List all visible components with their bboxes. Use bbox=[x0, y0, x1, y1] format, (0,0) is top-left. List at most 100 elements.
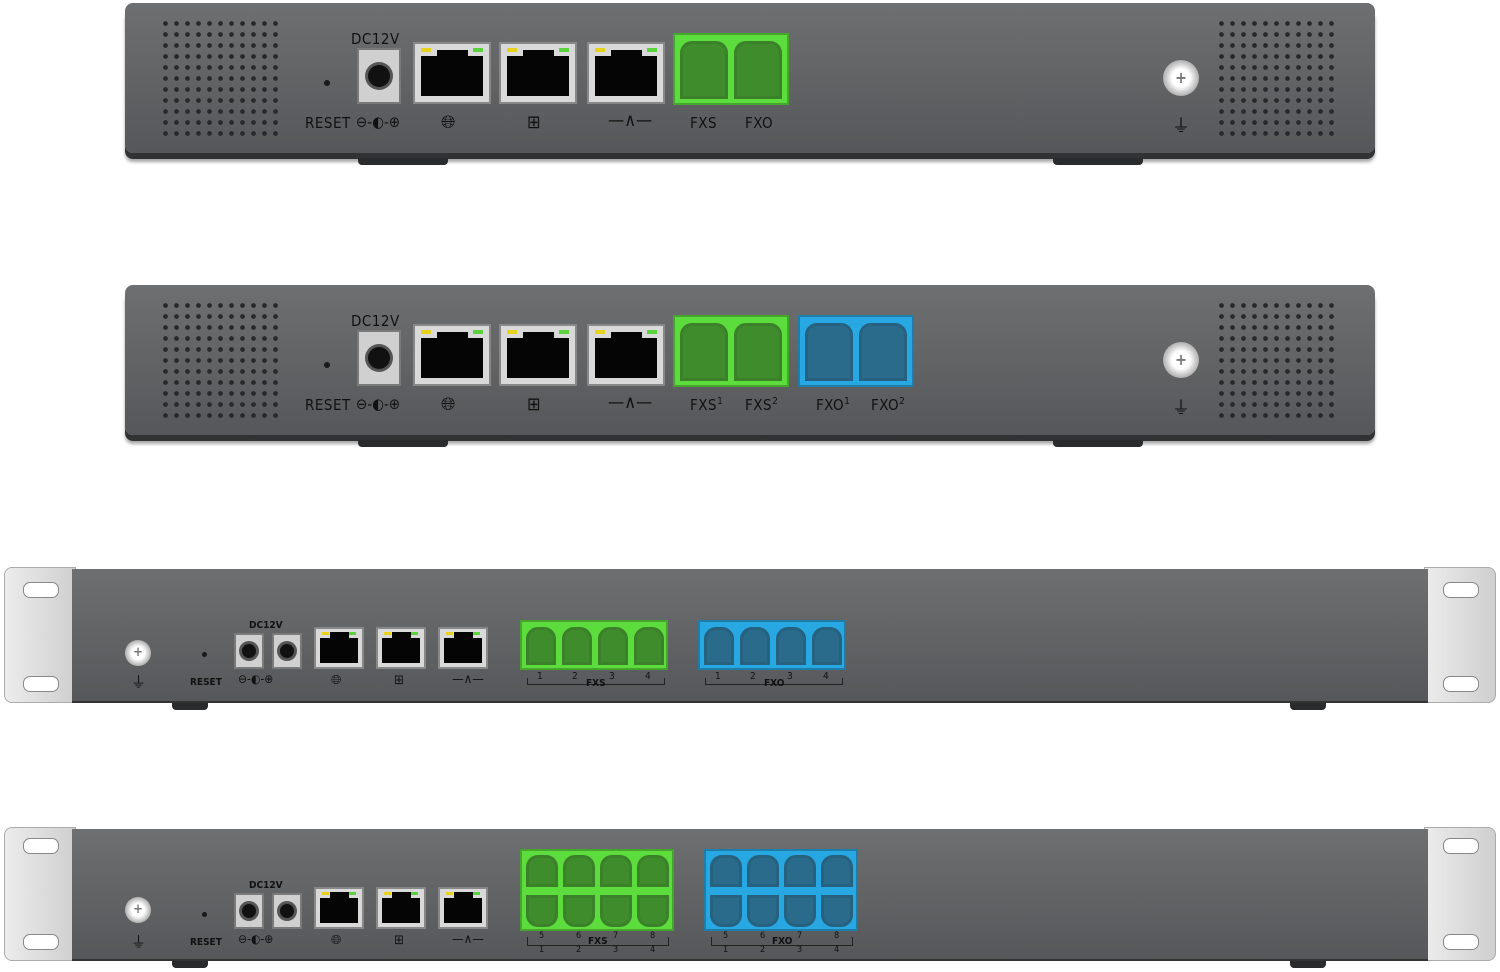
reset-button[interactable] bbox=[324, 362, 330, 368]
fxo-label: FXO bbox=[745, 114, 774, 132]
lan-port[interactable] bbox=[376, 627, 426, 669]
fxs-port-number: 4 bbox=[650, 945, 656, 955]
fxs-port-number: 2 bbox=[576, 945, 582, 955]
dc-polarity-icon: ⊖-◐-⊕ bbox=[238, 672, 274, 686]
fxs-port-number: 1 bbox=[539, 945, 545, 955]
wan-port[interactable] bbox=[314, 627, 364, 669]
fxs-port-number: 5 bbox=[539, 931, 545, 941]
device-4port-desktop: DC12V RESET ⊖-◐-⊕ 🌐︎ ⊞ —∧— FXS1 FXS2 FXO… bbox=[0, 282, 1500, 452]
fxs-port-number: 1 bbox=[537, 671, 543, 682]
fxo-port-number: 2 bbox=[760, 945, 766, 955]
fxs-port-number: 3 bbox=[609, 671, 615, 682]
fxo-port-number: 3 bbox=[787, 671, 793, 682]
reset-label: RESET bbox=[305, 396, 351, 414]
fxs-port-number: 2 bbox=[572, 671, 578, 682]
reset-button[interactable] bbox=[324, 80, 330, 86]
lan-port[interactable] bbox=[499, 324, 577, 386]
fxs-ports[interactable] bbox=[673, 315, 789, 387]
heartbeat-icon: —∧— bbox=[608, 110, 653, 131]
grounding-screw bbox=[125, 897, 151, 923]
ground-icon: ⏚ bbox=[1172, 116, 1190, 137]
dc-power-jack-1[interactable] bbox=[234, 893, 264, 929]
fxs-bracket bbox=[527, 678, 665, 685]
fxo-bracket bbox=[711, 937, 853, 946]
globe-icon: 🌐︎ bbox=[441, 112, 456, 133]
fxo-port-number: 8 bbox=[834, 931, 840, 941]
dc-polarity-icon: ⊖-◐-⊕ bbox=[238, 932, 274, 946]
lan-port[interactable] bbox=[499, 42, 577, 104]
dc-label: DC12V bbox=[351, 312, 400, 330]
fxo-label: FXO bbox=[772, 936, 793, 947]
vent-grille-right bbox=[1216, 300, 1340, 418]
network-icon: ⊞ bbox=[394, 933, 404, 948]
vent-grille-left bbox=[160, 18, 284, 136]
network-icon: ⊞ bbox=[527, 394, 541, 415]
dc-power-jack-2[interactable] bbox=[272, 893, 302, 929]
grounding-screw bbox=[1163, 342, 1199, 378]
reset-button[interactable] bbox=[202, 912, 207, 917]
fxs-fxo-ports[interactable] bbox=[673, 33, 789, 105]
dc-polarity-icon: ⊖-◐-⊕ bbox=[356, 113, 401, 131]
fxs-port-number: 7 bbox=[613, 931, 619, 941]
heartbeat-port[interactable] bbox=[438, 887, 488, 929]
fxo2-label: FXO2 bbox=[871, 396, 906, 414]
foot bbox=[358, 158, 448, 165]
fxo-ports[interactable] bbox=[798, 315, 914, 387]
fxo-port-number: 5 bbox=[723, 931, 729, 941]
globe-icon: 🌐︎ bbox=[331, 673, 342, 688]
dc-power-jack-2[interactable] bbox=[272, 633, 302, 669]
dc-power-jack[interactable] bbox=[357, 330, 401, 386]
ground-icon: ⏚ bbox=[1172, 398, 1190, 419]
heartbeat-icon: —∧— bbox=[452, 672, 484, 687]
foot bbox=[1290, 703, 1326, 710]
heartbeat-port[interactable] bbox=[438, 627, 488, 669]
fxo-label: FXO bbox=[764, 678, 785, 689]
fxs-port-number: 6 bbox=[576, 931, 582, 941]
dc-label: DC12V bbox=[249, 880, 283, 891]
reset-label: RESET bbox=[190, 937, 222, 948]
fxs-port-number: 8 bbox=[650, 931, 656, 941]
fxo-ports[interactable] bbox=[698, 620, 846, 670]
reset-label: RESET bbox=[190, 677, 222, 688]
fxo1-label: FXO1 bbox=[816, 396, 851, 414]
fxo-port-number: 6 bbox=[760, 931, 766, 941]
rack-ear-right bbox=[1424, 827, 1496, 961]
fxs-label: FXS bbox=[586, 678, 606, 689]
fxo-port-number: 4 bbox=[834, 945, 840, 955]
rack-ear-left bbox=[4, 567, 76, 703]
wan-port[interactable] bbox=[413, 324, 491, 386]
heartbeat-icon: —∧— bbox=[452, 932, 484, 947]
heartbeat-port[interactable] bbox=[587, 324, 665, 386]
dc-polarity-icon: ⊖-◐-⊕ bbox=[356, 395, 401, 413]
rack-ear-right bbox=[1424, 567, 1496, 703]
lan-port[interactable] bbox=[376, 887, 426, 929]
vent-grille-right bbox=[1216, 18, 1340, 136]
dc-power-jack-1[interactable] bbox=[234, 633, 264, 669]
fxo-port-number: 2 bbox=[750, 671, 756, 682]
wan-port[interactable] bbox=[314, 887, 364, 929]
foot bbox=[358, 440, 448, 447]
reset-label: RESET bbox=[305, 114, 351, 132]
reset-button[interactable] bbox=[202, 652, 207, 657]
dc-power-jack[interactable] bbox=[357, 48, 401, 104]
device-16port-rackmount: ⏚ RESET DC12V ⊖-◐-⊕ 🌐︎ ⊞ —∧— 5 6 7 8 1 2… bbox=[0, 825, 1500, 972]
heartbeat-port[interactable] bbox=[587, 42, 665, 104]
fxs-ports[interactable] bbox=[520, 620, 668, 670]
rack-ear-left bbox=[4, 827, 76, 961]
foot bbox=[1053, 158, 1143, 165]
wan-port[interactable] bbox=[413, 42, 491, 104]
fxs-port-number: 3 bbox=[613, 945, 619, 955]
device-2port-desktop: DC12V RESET ⊖-◐-⊕ 🌐︎ ⊞ —∧— FXS FXO ⏚ bbox=[0, 0, 1500, 170]
vent-grille-left bbox=[160, 300, 284, 418]
dc-label: DC12V bbox=[249, 620, 283, 631]
foot bbox=[1290, 961, 1326, 968]
fxs-ports[interactable] bbox=[520, 849, 674, 931]
fxo-ports[interactable] bbox=[704, 849, 858, 931]
grounding-screw bbox=[1163, 60, 1199, 96]
fxo-port-number: 7 bbox=[797, 931, 803, 941]
fxs-label: FXS bbox=[588, 936, 608, 947]
heartbeat-icon: —∧— bbox=[608, 392, 653, 413]
globe-icon: 🌐︎ bbox=[331, 933, 342, 948]
fxs-bracket bbox=[527, 937, 669, 946]
fxs2-label: FXS2 bbox=[745, 396, 779, 414]
